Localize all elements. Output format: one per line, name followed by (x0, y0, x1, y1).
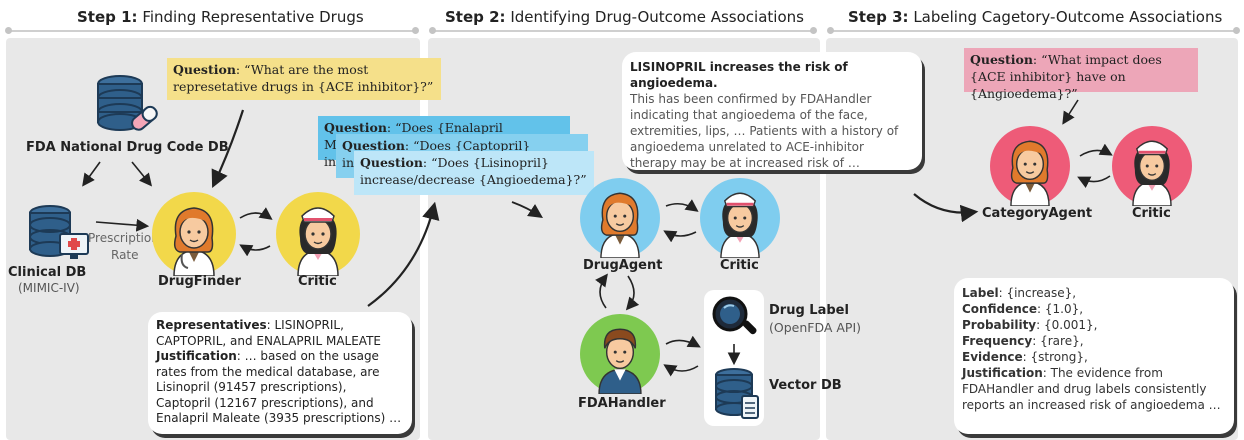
step2-to-step3-arrow (913, 193, 979, 223)
fdahandler-tools-arrow-top (665, 335, 701, 348)
step1-question-box: Question: “What are the most represetati… (167, 58, 441, 100)
drug-label-label: Drug Label (769, 303, 849, 318)
drugfinder-label: DrugFinder (158, 274, 241, 289)
resp-probability-line: Probability: {0.001}, (962, 318, 1098, 332)
step3-arrows (1062, 99, 1113, 189)
q2-tail: in (342, 155, 355, 170)
drugagent-critic-arrow-top (665, 199, 699, 212)
step3-critic-avatar (1112, 126, 1192, 206)
step2-arrows (511, 199, 741, 377)
clinical-to-drugfinder-arrow (95, 218, 150, 232)
q1-tail: in (324, 154, 337, 169)
step3-title: Step 3: Labeling Cagetory-Outcome Associ… (848, 8, 1223, 26)
step1-to-step2-arrow (367, 201, 440, 307)
clinical-database-icon (29, 205, 89, 259)
q2-key: Question (342, 138, 405, 153)
drugagent-avatar (580, 178, 660, 258)
fdahandler-tools-arrow-bottom (663, 364, 699, 377)
step1-justification-text: : … based on the usage rates from the me… (156, 349, 402, 425)
drugagent-to-fdahandler-arrow (625, 275, 640, 311)
fda-db-label: FDA National Drug Code DB (26, 140, 229, 155)
resp-justification-line: Justification: The evidence from FDAHand… (962, 366, 1221, 412)
step1-title: Step 1: Finding Representative Drugs (77, 8, 364, 26)
q3-text: : “Does {Lisinopril} (422, 155, 549, 170)
step1-critic-label: Critic (298, 274, 337, 289)
magnifier-icon (712, 296, 757, 335)
step2-critic-label: Critic (720, 258, 759, 273)
step1-divider (8, 30, 418, 32)
fdahandler-label: FDAHandler (578, 396, 666, 411)
rate-label: Rate (111, 248, 139, 262)
categoryagent-critic-arrow-bottom (1077, 175, 1111, 189)
step1-question-text: : “What are the most represetative drugs… (173, 62, 434, 94)
resp-frequency-line: Frequency: {rare}, (962, 334, 1084, 348)
q2-text: : “Does {Captopril} (404, 138, 531, 153)
categoryagent-avatar (990, 126, 1070, 206)
step1-justification-key: Justification (156, 349, 237, 363)
step1-dot-left (5, 27, 12, 34)
answer-text: This has been confirmed by FDAHandler in… (630, 92, 899, 170)
step2-critic-avatar (700, 178, 780, 258)
step2-dot-right (810, 27, 817, 34)
drugfinder-avatar (152, 192, 236, 276)
step1-dot-right (412, 27, 419, 34)
fda-to-drugfinder-arrow (131, 161, 153, 187)
step3-dot-left (827, 27, 834, 34)
step2-answer-bubble: LISINOPRIL increases the risk of angioed… (622, 52, 922, 170)
step3-question-text: : “What impact does {ACE inhibitor} have… (970, 52, 1162, 101)
step3-question-arrow (1062, 99, 1079, 125)
question-to-drugfinder-arrow (211, 109, 245, 188)
resp-label-line: Label: {increase}, (962, 286, 1077, 300)
answer-head: LISINOPRIL increases the risk of angioed… (630, 60, 848, 90)
clinical-db-sublabel: (MIMIC-IV) (18, 281, 80, 295)
q3-line2: increase/decrease {Angioedema}?” (360, 172, 587, 187)
drugagent-critic-arrow-bottom (663, 230, 697, 243)
vector-database-icon (715, 368, 759, 419)
questions-to-drugagent-arrow (511, 201, 543, 218)
fda-database-icon (97, 75, 158, 131)
step1-critic-avatar (276, 192, 360, 276)
step1-response-bubble: Representatives: LISINOPRIL, CAPTOPRIL, … (148, 312, 412, 434)
step3-question-box: Question: “What impact does {ACE inhibit… (964, 48, 1198, 101)
q3-key: Question (360, 155, 423, 170)
drugfinder-critic-arrow-bottom (239, 244, 271, 257)
categoryagent-critic-arrow-top (1079, 143, 1113, 157)
resp-evidence-line: Evidence: {strong}, (962, 350, 1088, 364)
q1-key: Question (324, 120, 387, 135)
step1-arrows (82, 109, 440, 307)
step2-divider (432, 30, 816, 32)
step2-title: Step 2: Identifying Drug-Outcome Associa… (445, 8, 804, 26)
step3-critic-label: Critic (1132, 206, 1171, 221)
fdahandler-to-drugagent-arrow (595, 273, 608, 309)
step1-question-key: Question (173, 62, 236, 77)
resp-confidence-line: Confidence: {1.0}, (962, 302, 1084, 316)
fdahandler-avatar (580, 314, 660, 394)
prescription-label: Prescription (88, 231, 159, 245)
drug-label-sublabel: (OpenFDA API) (769, 320, 862, 335)
representatives-text: : LISINOPRIL, CAPTOPRIL, and ENALAPRIL M… (156, 318, 381, 348)
step3-question-key: Question (970, 52, 1033, 67)
step2-question-lisinopril: Question: “Does {Lisinopril} increase/dec… (354, 151, 594, 195)
step3-response-bubble: Label: {increase}, Confidence: {1.0}, Pr… (954, 278, 1234, 434)
vector-db-label: Vector DB (769, 378, 842, 393)
clinical-db-label: Clinical DB (8, 265, 87, 280)
step3-divider (830, 30, 1236, 32)
drugagent-label: DrugAgent (583, 258, 663, 273)
step3-dot-right (1233, 27, 1240, 34)
step2-dot-left (429, 27, 436, 34)
representatives-key: Representatives (156, 318, 267, 332)
fda-to-clinical-arrow (82, 161, 101, 187)
categoryagent-label: CategoryAgent (982, 206, 1093, 221)
drugfinder-critic-arrow-top (239, 207, 273, 220)
